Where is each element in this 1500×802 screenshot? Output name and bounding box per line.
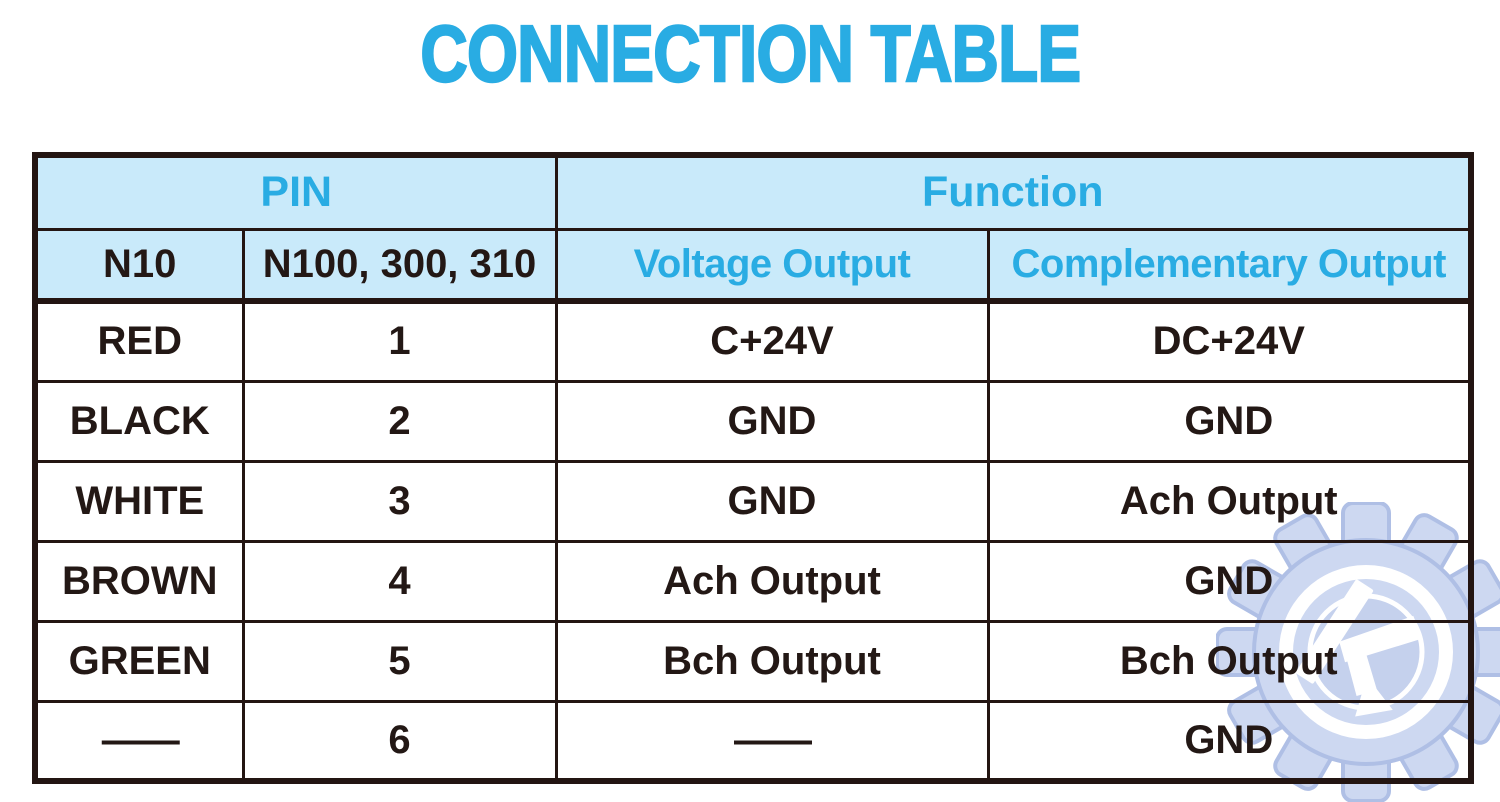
table-row: WHITE 3 GND Ach Output <box>33 459 1473 543</box>
header-pin: PIN <box>33 153 558 231</box>
cell-wire-color: BROWN <box>33 539 245 623</box>
cell-complementary-function: Bch Output <box>986 619 1473 703</box>
cell-complementary-function: Ach Output <box>986 459 1473 543</box>
cell-complementary-function: GND <box>986 699 1473 783</box>
cell-pin-number: 3 <box>241 459 558 543</box>
table-row: RED 1 C+24V DC+24V <box>33 299 1473 383</box>
table-row: —— 6 —— GND <box>33 699 1473 783</box>
cell-wire-color: GREEN <box>33 619 245 703</box>
cell-voltage-function: Ach Output <box>554 539 990 623</box>
cell-wire-color: —— <box>33 699 245 783</box>
cell-voltage-function: C+24V <box>554 299 990 383</box>
cell-wire-color: WHITE <box>33 459 245 543</box>
subheader-complementary-output: Complementary Output <box>986 227 1473 304</box>
table-row: BLACK 2 GND GND <box>33 379 1473 463</box>
subheader-voltage-output: Voltage Output <box>554 227 990 304</box>
cell-pin-number: 4 <box>241 539 558 623</box>
cell-pin-number: 6 <box>241 699 558 783</box>
cell-complementary-function: GND <box>986 539 1473 623</box>
cell-complementary-function: DC+24V <box>986 299 1473 383</box>
cell-voltage-function: Bch Output <box>554 619 990 703</box>
table-row: N10 N100, 300, 310 Voltage Output Comple… <box>33 227 1473 304</box>
cell-voltage-function: GND <box>554 459 990 543</box>
cell-wire-color: RED <box>33 299 245 383</box>
header-function: Function <box>554 153 1473 231</box>
page-title-wrap: CONNECTION TABLE <box>0 9 1500 98</box>
cell-wire-color: BLACK <box>33 379 245 463</box>
cell-pin-number: 5 <box>241 619 558 703</box>
cell-pin-number: 2 <box>241 379 558 463</box>
cell-voltage-function: GND <box>554 379 990 463</box>
page-title: CONNECTION TABLE <box>419 9 1082 98</box>
table-row: GREEN 5 Bch Output Bch Output <box>33 619 1473 703</box>
connection-table: PIN Function N10 N100, 300, 310 Voltage … <box>32 152 1475 784</box>
cell-voltage-function: —— <box>554 699 990 783</box>
subheader-n10: N10 <box>33 227 245 304</box>
subheader-n100-300-310: N100, 300, 310 <box>241 227 558 304</box>
table-row: BROWN 4 Ach Output GND <box>33 539 1473 623</box>
cell-complementary-function: GND <box>986 379 1473 463</box>
cell-pin-number: 1 <box>241 299 558 383</box>
table-row: PIN Function <box>33 153 1473 231</box>
